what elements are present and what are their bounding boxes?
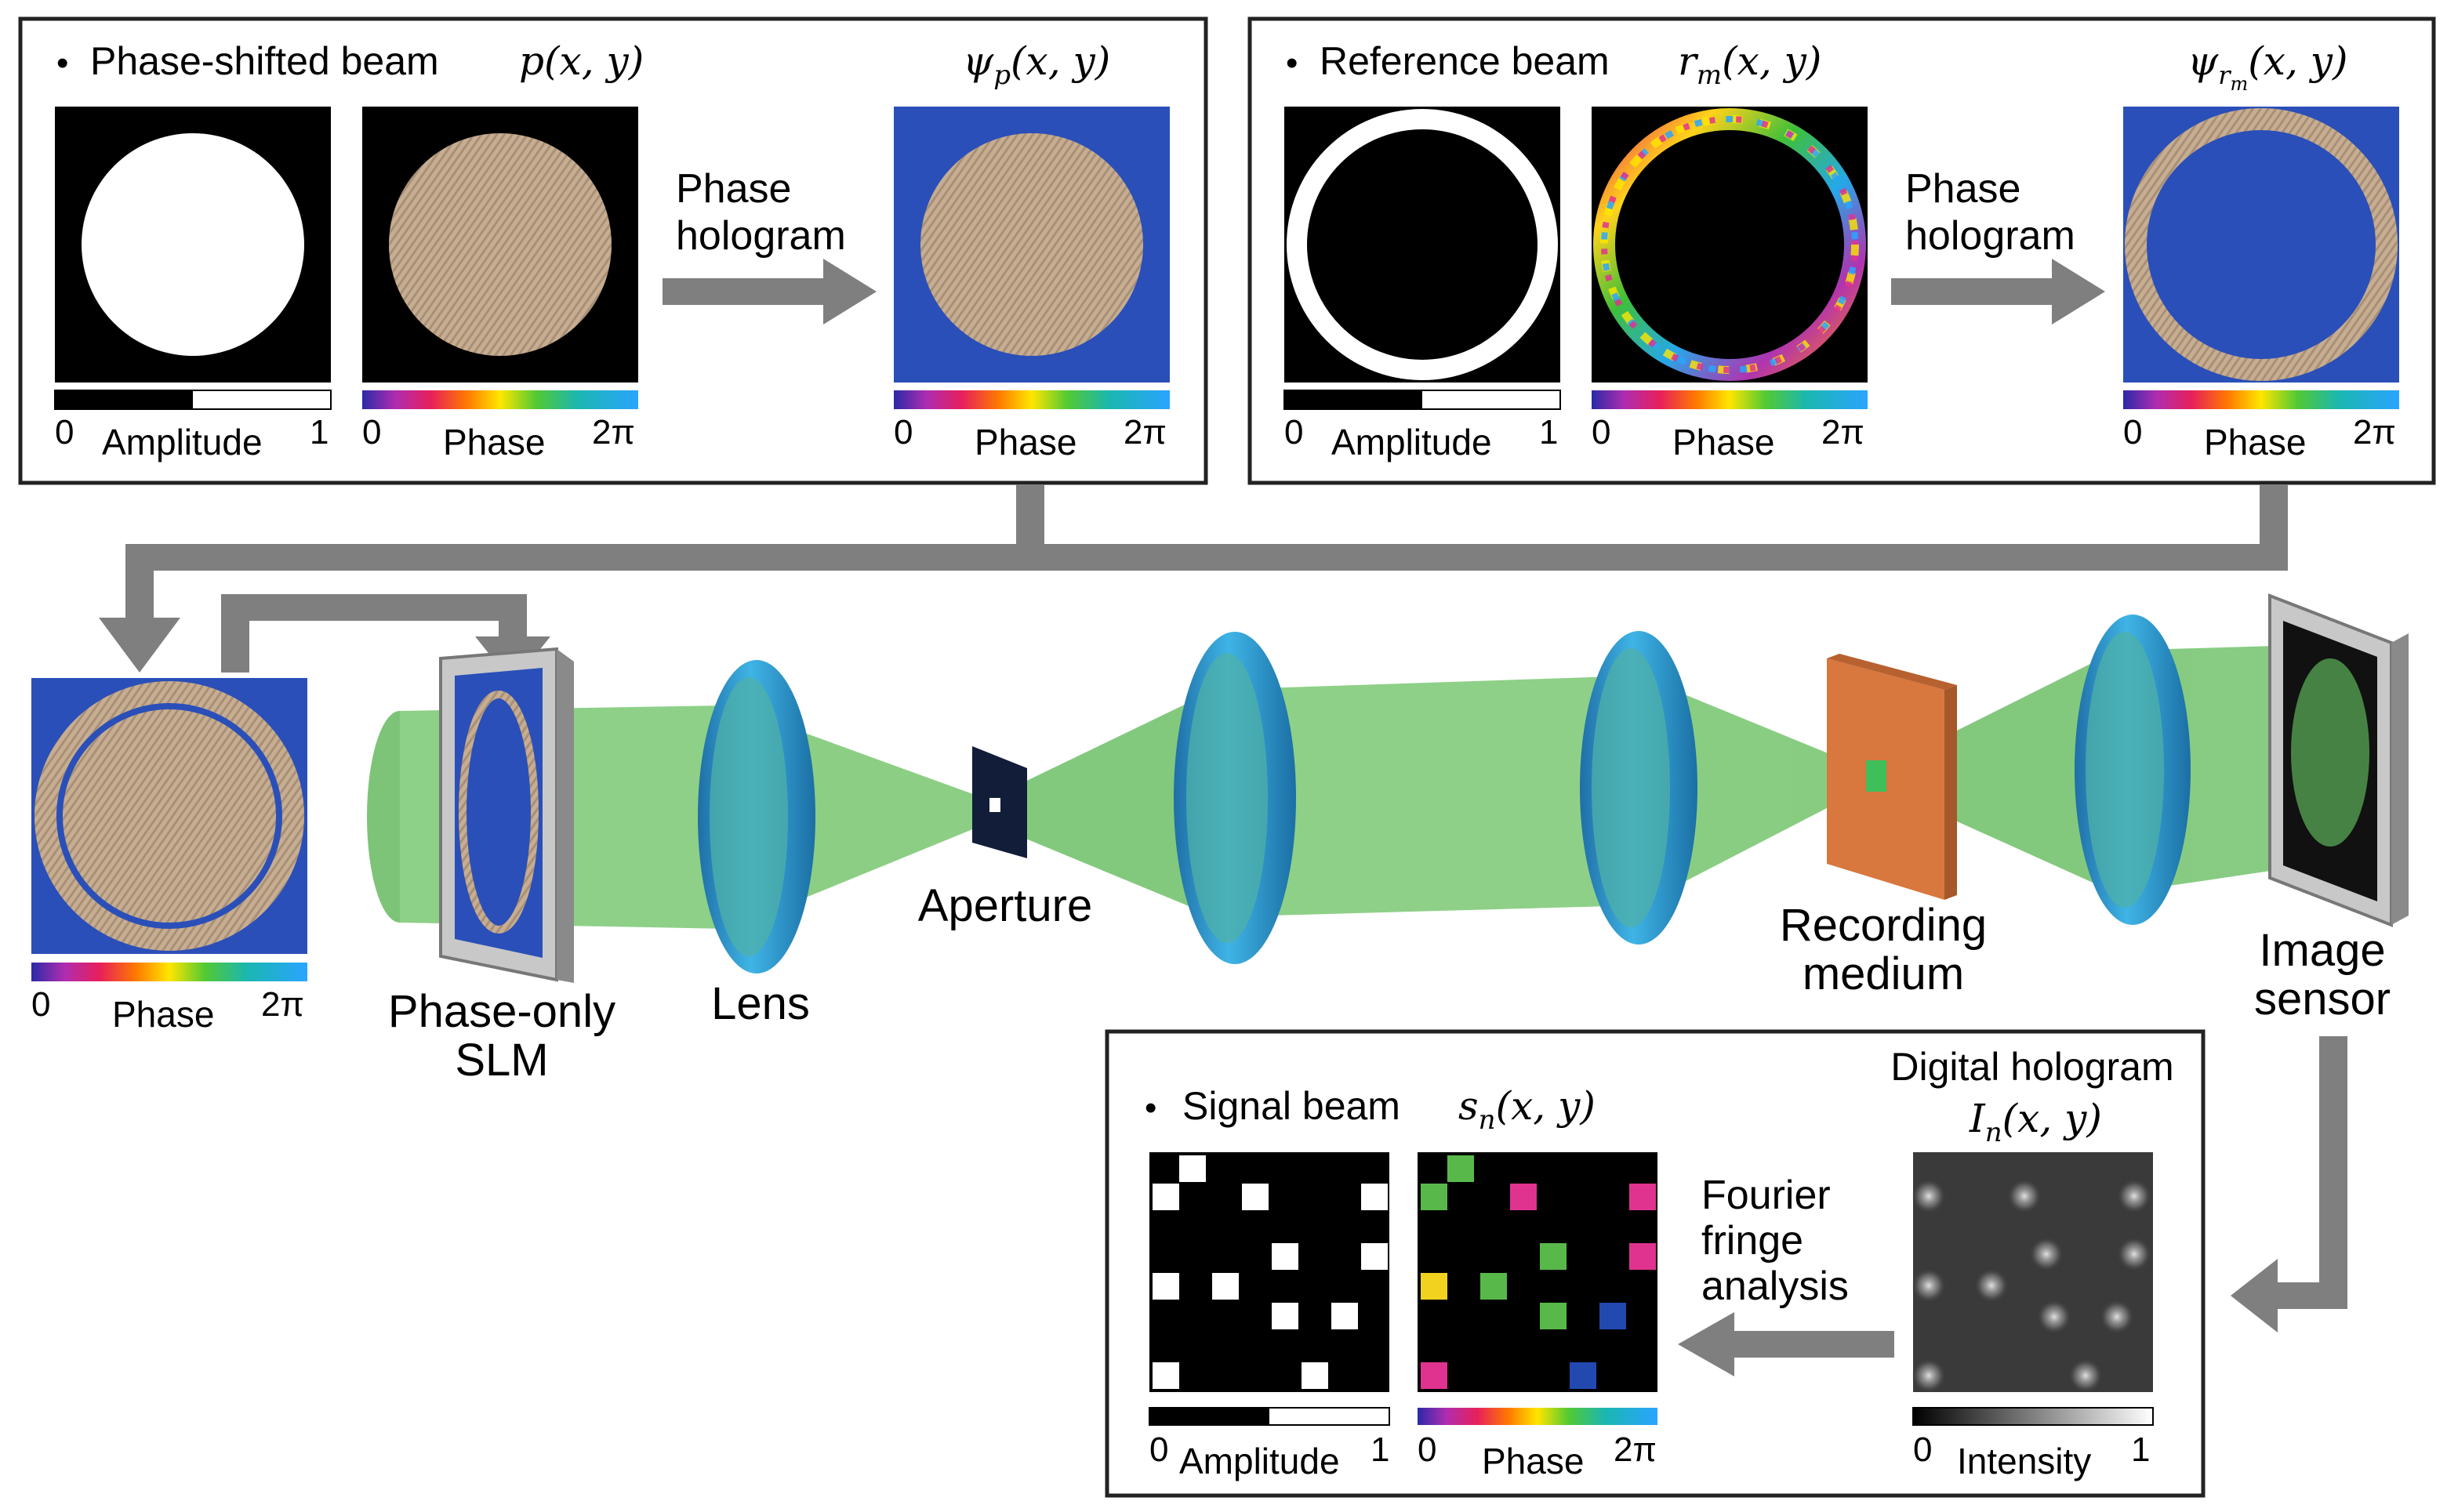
scale-max: 2π bbox=[261, 985, 304, 1024]
recording-label-line2: medium bbox=[1803, 948, 1964, 999]
phase-hologram-arrow: Phase hologram bbox=[663, 166, 877, 325]
scale-label: Phase bbox=[443, 422, 545, 462]
scale-min: 0 bbox=[894, 413, 913, 451]
arrow-label-line1: Phase bbox=[1905, 166, 2020, 212]
arrow-label-line2: hologram bbox=[676, 213, 846, 259]
signal-beam-panel: • Signal beam sn(x, y) Digital hologram … bbox=[1105, 1029, 2206, 1498]
signal-amplitude-image bbox=[1149, 1152, 1389, 1392]
reference-hologram-image bbox=[2123, 107, 2399, 383]
amplitude-image bbox=[55, 107, 331, 383]
optical-beam bbox=[367, 644, 2329, 929]
scale-min: 0 bbox=[1284, 413, 1303, 451]
phase-colorbar: 0 Phase 2π bbox=[1592, 390, 1868, 462]
image-sensor bbox=[2268, 593, 2409, 927]
lens-label: Lens bbox=[711, 978, 810, 1029]
bullet: • bbox=[1286, 44, 1298, 82]
scale-label: Phase bbox=[112, 994, 214, 1035]
panel-title: Reference beam bbox=[1320, 39, 1610, 83]
beam-symbol: p(x, y) bbox=[519, 38, 644, 84]
scale-min: 0 bbox=[1913, 1430, 1932, 1469]
amplitude-colorbar: 0 Amplitude 1 bbox=[1283, 390, 1561, 462]
signal-amplitude-colorbar: 0 Amplitude 1 bbox=[1149, 1407, 1390, 1481]
lens-1 bbox=[698, 660, 815, 974]
phase-image bbox=[362, 107, 638, 383]
scale-label: Phase bbox=[2204, 422, 2306, 462]
hologram-colorbar: 0 Phase 2π bbox=[894, 390, 1170, 462]
signal-phase-image bbox=[1418, 1152, 1657, 1392]
lens-2 bbox=[1174, 632, 1296, 964]
scale-max: 2π bbox=[592, 413, 635, 451]
amplitude-image bbox=[1284, 107, 1560, 383]
arrow-label-line1: Fourier bbox=[1701, 1173, 1831, 1218]
signal-phase-colorbar: 0 Phase 2π bbox=[1418, 1408, 1657, 1481]
scale-min: 0 bbox=[1592, 413, 1610, 451]
intensity-colorbar: 0 Intensity 1 bbox=[1912, 1407, 2154, 1481]
phase-only-slm bbox=[439, 647, 574, 983]
reference-beam-panel: • Reference beam rm(x, y) ψrm(x, y) 0 Am… bbox=[1247, 16, 2436, 485]
aperture bbox=[972, 746, 1027, 858]
phase-image bbox=[1592, 107, 1868, 383]
phase-shifted-beam-panel: • Phase-shifted beam p(x, y) ψp(x, y) 0 … bbox=[18, 16, 1208, 485]
scale-max: 2π bbox=[1124, 413, 1167, 451]
slm-label-line2: SLM bbox=[455, 1035, 548, 1086]
scale-max: 1 bbox=[1371, 1430, 1389, 1469]
sensor-label-line2: sensor bbox=[2254, 974, 2391, 1024]
scale-label: Phase bbox=[1482, 1441, 1584, 1481]
arrow-label-line1: Phase bbox=[676, 166, 791, 212]
arrow-label-line2: hologram bbox=[1905, 213, 2075, 259]
beam-symbol: rm(x, y) bbox=[1678, 38, 1821, 91]
scale-min: 0 bbox=[362, 413, 381, 451]
scale-max: 1 bbox=[1539, 413, 1558, 451]
phase-colorbar: 0 Phase 2π bbox=[362, 390, 638, 462]
lens-3 bbox=[1580, 631, 1697, 945]
hologram-symbol: ψp(x, y) bbox=[963, 38, 1110, 91]
scale-min: 0 bbox=[31, 985, 50, 1024]
digital-hologram-image bbox=[1911, 1152, 2153, 1393]
scale-label: Phase bbox=[1672, 422, 1774, 462]
scale-label: Amplitude bbox=[1179, 1441, 1340, 1481]
panel-title: Phase-shifted beam bbox=[90, 39, 439, 83]
aperture-label: Aperture bbox=[918, 880, 1092, 931]
phase-hologram-image bbox=[894, 107, 1170, 383]
scale-max: 2π bbox=[1821, 413, 1864, 451]
digital-hologram-title: Digital hologram bbox=[1890, 1045, 2173, 1089]
bullet: • bbox=[1145, 1089, 1156, 1127]
arrow-label-line3: analysis bbox=[1701, 1264, 1849, 1309]
recording-medium bbox=[1827, 654, 1957, 900]
scale-max: 2π bbox=[2353, 413, 2396, 451]
scale-min: 0 bbox=[1418, 1430, 1436, 1469]
combined-hologram-colorbar: 0 Phase 2π bbox=[31, 963, 307, 1035]
sensor-label-line1: Image bbox=[2259, 925, 2385, 976]
sensor-output-connector bbox=[2231, 1036, 2347, 1333]
digital-hologram-symbol: In(x, y) bbox=[1969, 1096, 2102, 1148]
scale-label: Amplitude bbox=[102, 422, 263, 462]
hologram-symbol: ψrm(x, y) bbox=[2187, 38, 2348, 95]
panel-title: Signal beam bbox=[1182, 1084, 1400, 1128]
combine-connector bbox=[99, 484, 2288, 673]
fourier-analysis-arrow: Fourier fringe analysis bbox=[1678, 1173, 1894, 1376]
scale-min: 0 bbox=[55, 413, 74, 451]
arrow-label-line2: fringe bbox=[1701, 1218, 1803, 1264]
scale-max: 1 bbox=[2131, 1430, 2150, 1469]
scale-label: Phase bbox=[975, 422, 1076, 462]
scale-max: 2π bbox=[1614, 1430, 1657, 1469]
lens-4 bbox=[2075, 615, 2191, 925]
combined-hologram-image bbox=[31, 678, 307, 954]
slm-label-line1: Phase-only bbox=[388, 986, 615, 1037]
scale-max: 1 bbox=[310, 413, 329, 451]
scale-min: 0 bbox=[1149, 1430, 1168, 1469]
amplitude-colorbar: 0 Amplitude 1 bbox=[54, 390, 332, 462]
bullet: • bbox=[56, 44, 68, 82]
scale-label: Amplitude bbox=[1331, 422, 1492, 462]
scale-min: 0 bbox=[2123, 413, 2142, 451]
hologram-colorbar: 0 Phase 2π bbox=[2123, 390, 2399, 462]
phase-hologram-arrow: Phase hologram bbox=[1891, 166, 2105, 325]
scale-label: Intensity bbox=[1957, 1441, 2091, 1481]
beam-symbol: sn(x, y) bbox=[1458, 1083, 1596, 1136]
recording-label-line1: Recording bbox=[1780, 900, 1987, 951]
